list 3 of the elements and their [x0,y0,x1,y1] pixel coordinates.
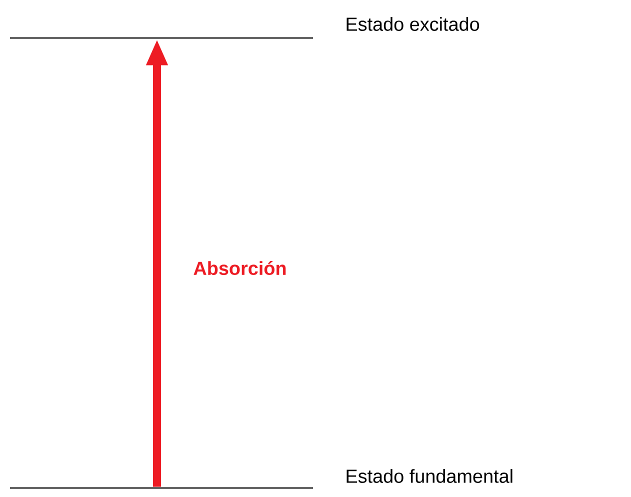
energy-level: Estado excitado [10,17,480,39]
edge-label: Absorción [194,260,286,276]
energy-level: Estado fundamental [10,469,512,489]
